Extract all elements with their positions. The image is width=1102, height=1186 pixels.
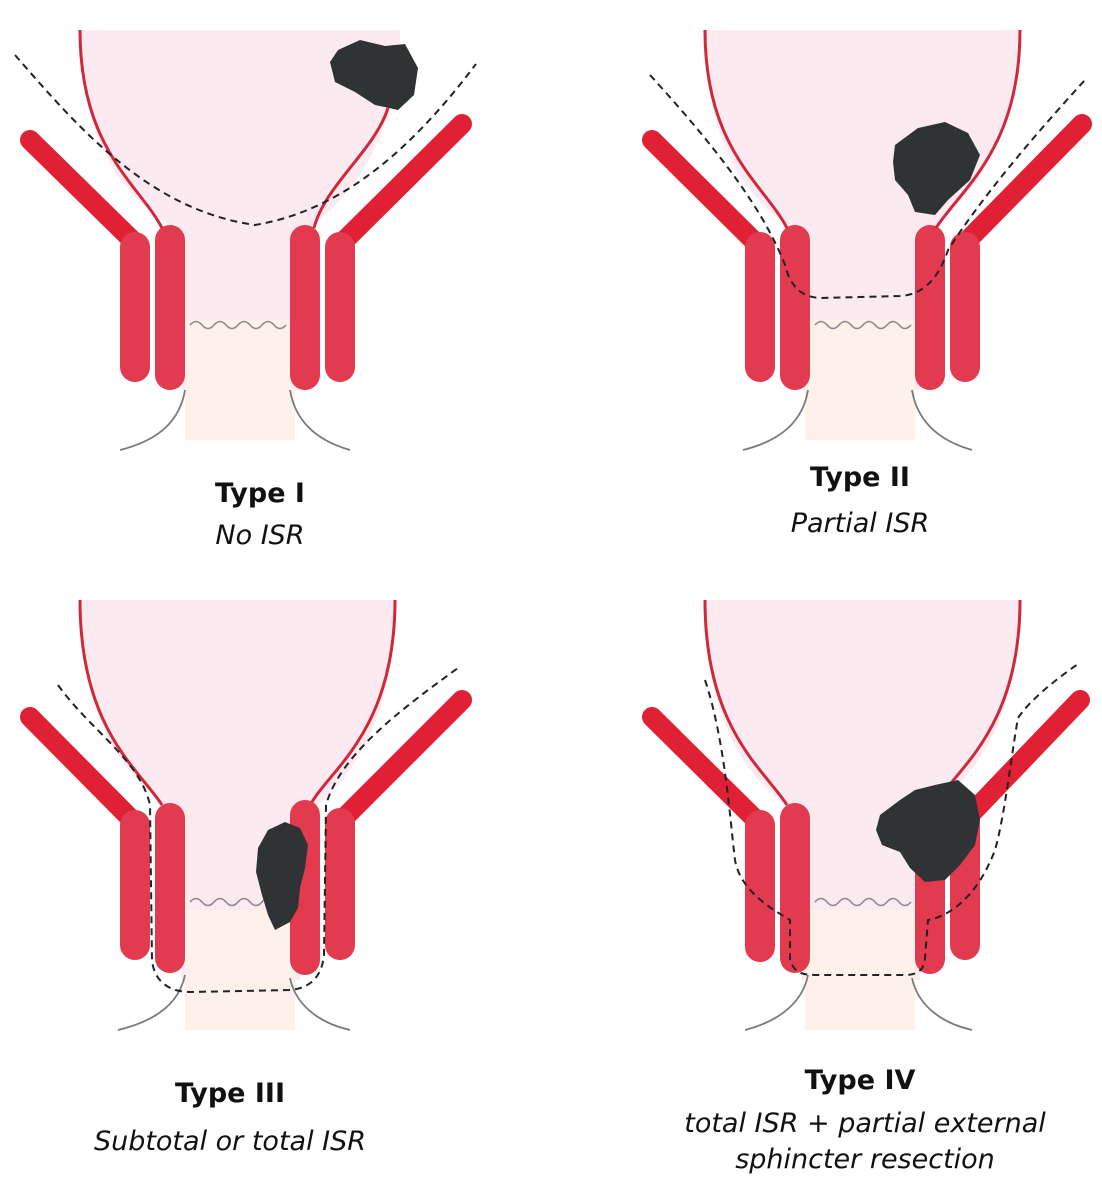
perianal-skin-left [118, 975, 185, 1030]
subtitle-line: Subtotal or total ISR [0, 1124, 500, 1160]
external-sphincter-left [745, 232, 775, 382]
perianal-skin-left [120, 390, 185, 450]
internal-sphincter-right [290, 225, 320, 390]
diagram-type-2 [550, 0, 1100, 480]
subtitle-line: No ISR [0, 518, 530, 554]
internal-sphincter-left [780, 803, 810, 973]
subtitle-line: sphincter resection [595, 1142, 1102, 1178]
panel-title: Type III [0, 1078, 500, 1109]
panel-type-3: Type III Subtotal or total ISR [0, 590, 540, 1180]
panel-type-4: Type IV total ISR + partial external sph… [550, 590, 1090, 1180]
internal-sphincter-right [915, 225, 945, 390]
panel-title: Type IV [590, 1065, 1102, 1096]
internal-sphincter-left [780, 225, 810, 390]
perianal-skin-right [912, 978, 972, 1030]
panel-type-1: Type I No ISR [0, 0, 540, 590]
perianal-skin-right [290, 390, 350, 450]
internal-sphincter-left [155, 225, 185, 390]
perianal-skin-right [290, 978, 350, 1030]
panel-subtitle: total ISR + partial external sphincter r… [595, 1106, 1102, 1178]
perianal-skin-right [912, 390, 972, 450]
external-sphincter-left [120, 810, 150, 960]
external-sphincter-left [120, 232, 150, 382]
perianal-skin-left [745, 975, 808, 1030]
anal-canal [185, 320, 295, 440]
diagram-type-4 [550, 590, 1100, 1050]
external-sphincter-right [325, 232, 355, 382]
panel-type-2: Type II Partial ISR [550, 0, 1090, 590]
panel-title: Type II [590, 462, 1102, 493]
perianal-skin-left [743, 390, 808, 450]
diagram-type-3 [0, 590, 540, 1070]
anal-canal [805, 320, 915, 440]
external-sphincter-right [950, 232, 980, 382]
anal-canal [805, 910, 915, 1030]
subtitle-line: total ISR + partial external [595, 1106, 1102, 1142]
internal-sphincter-left [155, 803, 185, 973]
external-sphincter-right [325, 808, 355, 960]
panel-subtitle: No ISR [0, 518, 530, 554]
subtitle-line: Partial ISR [590, 506, 1102, 542]
panel-subtitle: Subtotal or total ISR [0, 1124, 500, 1160]
panel-subtitle: Partial ISR [590, 506, 1102, 542]
panel-title: Type I [0, 478, 530, 509]
external-sphincter-left [745, 810, 775, 962]
diagram-type-1 [0, 0, 540, 480]
